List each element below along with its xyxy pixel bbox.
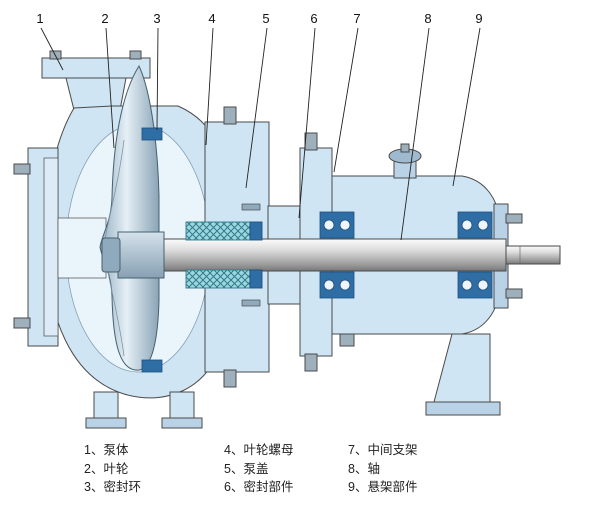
cover-bolt xyxy=(223,106,237,125)
gland-bottom xyxy=(249,269,263,289)
legend-item-seal-parts: 6、密封部件 xyxy=(224,480,294,494)
discharge-neck xyxy=(65,77,127,111)
end-cover-bolt xyxy=(505,213,523,224)
drain-plug xyxy=(339,333,355,347)
legend-item-impeller: 2、叶轮 xyxy=(84,461,129,476)
bearing-ball xyxy=(339,279,351,291)
legend-item-shaft: 8、轴 xyxy=(348,461,380,476)
leader-6 xyxy=(298,27,316,219)
flange-bolt xyxy=(129,50,142,60)
casing-foot xyxy=(93,391,119,421)
gland-top xyxy=(249,221,263,241)
legend-item-pump-cover: 5、泵盖 xyxy=(224,461,269,476)
bearing-ball xyxy=(477,219,489,231)
impeller-shroud xyxy=(99,64,160,371)
packing-bottom xyxy=(185,269,251,289)
legend-item-impeller-nut: 4、叶轮螺母 xyxy=(224,443,294,457)
foot-pad xyxy=(85,417,127,429)
bearing-ball xyxy=(477,279,489,291)
legend-item-seal-ring: 3、密封环 xyxy=(84,480,141,494)
suction-bolt xyxy=(13,317,31,329)
suction-flange-face xyxy=(43,157,59,337)
seal-assembly xyxy=(185,203,263,307)
bearing-ball xyxy=(461,279,473,291)
foot-pad xyxy=(161,417,203,429)
leader-5 xyxy=(245,27,268,189)
impeller-vane xyxy=(103,139,125,245)
legend-item-pump-body: 1、泵体 xyxy=(84,443,129,457)
end-cover-bolt xyxy=(505,288,523,299)
seal-rings xyxy=(141,127,163,373)
leader-lines xyxy=(40,27,481,241)
shaft-body xyxy=(145,238,507,272)
legend-item-bracket-parts: 9、悬架部件 xyxy=(348,480,418,494)
callout-3: 3 xyxy=(153,11,161,26)
leader-2 xyxy=(105,27,115,149)
shaft-coupling-end xyxy=(505,245,561,265)
callout-4: 4 xyxy=(208,11,216,26)
bearing-ball xyxy=(339,219,351,231)
seal-ring-top xyxy=(141,127,163,141)
housing-foot-pad xyxy=(425,401,501,416)
suction-passage xyxy=(57,217,107,279)
impeller xyxy=(99,64,165,371)
shaft xyxy=(145,238,561,272)
callout-2: 2 xyxy=(101,11,109,26)
support-bolt xyxy=(304,353,318,372)
legend-column-2: 4、叶轮螺母 5、泵盖 6、密封部件 xyxy=(224,443,348,495)
seal-ring-bottom xyxy=(141,359,163,373)
callout-8: 8 xyxy=(424,11,432,26)
bearing-ball xyxy=(461,219,473,231)
cover-bolt xyxy=(223,369,237,388)
oil-filler-knob xyxy=(400,143,410,153)
callout-6: 6 xyxy=(310,11,318,26)
gland-bolt xyxy=(241,203,261,211)
legend-column-3: 7、中间支架 8、轴 9、悬架部件 xyxy=(348,443,488,495)
housing-foot xyxy=(433,333,491,403)
callout-1: 1 xyxy=(36,11,44,26)
callout-5: 5 xyxy=(262,11,270,26)
legend-item-middle-support: 7、中间支架 xyxy=(348,443,418,457)
suction-bolt xyxy=(13,163,31,175)
gland-bolt xyxy=(241,299,261,307)
bearing-housing xyxy=(331,143,523,416)
bearing-ball xyxy=(323,279,335,291)
leader-4 xyxy=(205,27,214,146)
impeller-nut xyxy=(101,237,121,273)
leader-9 xyxy=(452,27,481,187)
packing-top xyxy=(185,221,251,241)
support-bolt xyxy=(304,132,318,151)
callout-7: 7 xyxy=(353,11,361,26)
leader-1 xyxy=(40,27,64,71)
impeller-hub xyxy=(117,231,165,279)
bearing-ball xyxy=(323,219,335,231)
leader-7 xyxy=(333,27,359,173)
leader-8 xyxy=(400,27,430,241)
casing-foot xyxy=(169,391,195,421)
callout-9: 9 xyxy=(475,11,483,26)
bearings xyxy=(319,211,493,299)
legend-column-1: 1、泵体 2、叶轮 3、密封环 xyxy=(84,443,224,495)
leader-3 xyxy=(156,27,159,131)
legend: 1、泵体 2、叶轮 3、密封环 4、叶轮螺母 5、泵盖 6、密封部件 7、中间支… xyxy=(0,443,600,495)
